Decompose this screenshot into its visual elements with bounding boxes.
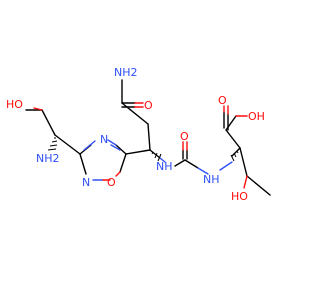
bond (159, 157, 166, 163)
atom-ring-n-top: N (100, 133, 108, 146)
bond (184, 159, 199, 169)
bond (174, 159, 186, 167)
stereo-hash (157, 153, 162, 162)
bond (41, 109, 56, 136)
bond (54, 134, 81, 155)
bond (243, 175, 248, 189)
stereo-hash (151, 151, 154, 155)
bond (125, 149, 151, 155)
bond (79, 153, 87, 175)
hetero-bonds (33, 102, 248, 189)
bond (119, 153, 127, 173)
atom-labels: NH2 O HO N N O NH2 NH O NH O OH HO (6, 66, 265, 203)
stereo-bonds (47, 137, 239, 162)
stereo-hash (233, 152, 237, 158)
atom-ho-right: HO (231, 190, 248, 203)
bond (110, 144, 121, 151)
stereo-hash (49, 144, 58, 147)
bonds (25, 79, 271, 196)
molecule-structure: NH2 O HO N N O NH2 NH O NH O OH HO (6, 66, 271, 203)
bond (219, 161, 233, 171)
bond (147, 123, 151, 151)
bond (83, 140, 96, 151)
atom-o-amide: O (144, 99, 153, 112)
stereo-hash (236, 150, 239, 154)
bond (231, 147, 241, 157)
atom-nh2-amide: NH2 (114, 66, 138, 79)
atom-nh2-left: NH2 (36, 152, 60, 165)
atom-ring-n-bottom: N (82, 176, 90, 189)
bond (197, 167, 209, 175)
atom-o-acid: O (218, 94, 227, 107)
stereo-hash (230, 154, 235, 162)
bond (107, 139, 117, 146)
bond (149, 149, 161, 159)
stereo-hash (51, 140, 58, 143)
atom-ring-o: O (107, 176, 116, 189)
stereo-hash (47, 148, 57, 151)
atom-oh-acid: OH (248, 110, 265, 123)
bond (115, 171, 121, 177)
atom-nh-right: NH (203, 173, 220, 186)
bond (115, 144, 127, 155)
bond (239, 147, 248, 177)
atom-nh-center: NH (156, 160, 173, 173)
bond (246, 175, 271, 196)
atom-ho-left: HO (6, 98, 23, 111)
atom-o-urea: O (180, 130, 189, 143)
stereo-hash (154, 152, 158, 159)
bond (33, 107, 43, 111)
bond (225, 129, 241, 149)
